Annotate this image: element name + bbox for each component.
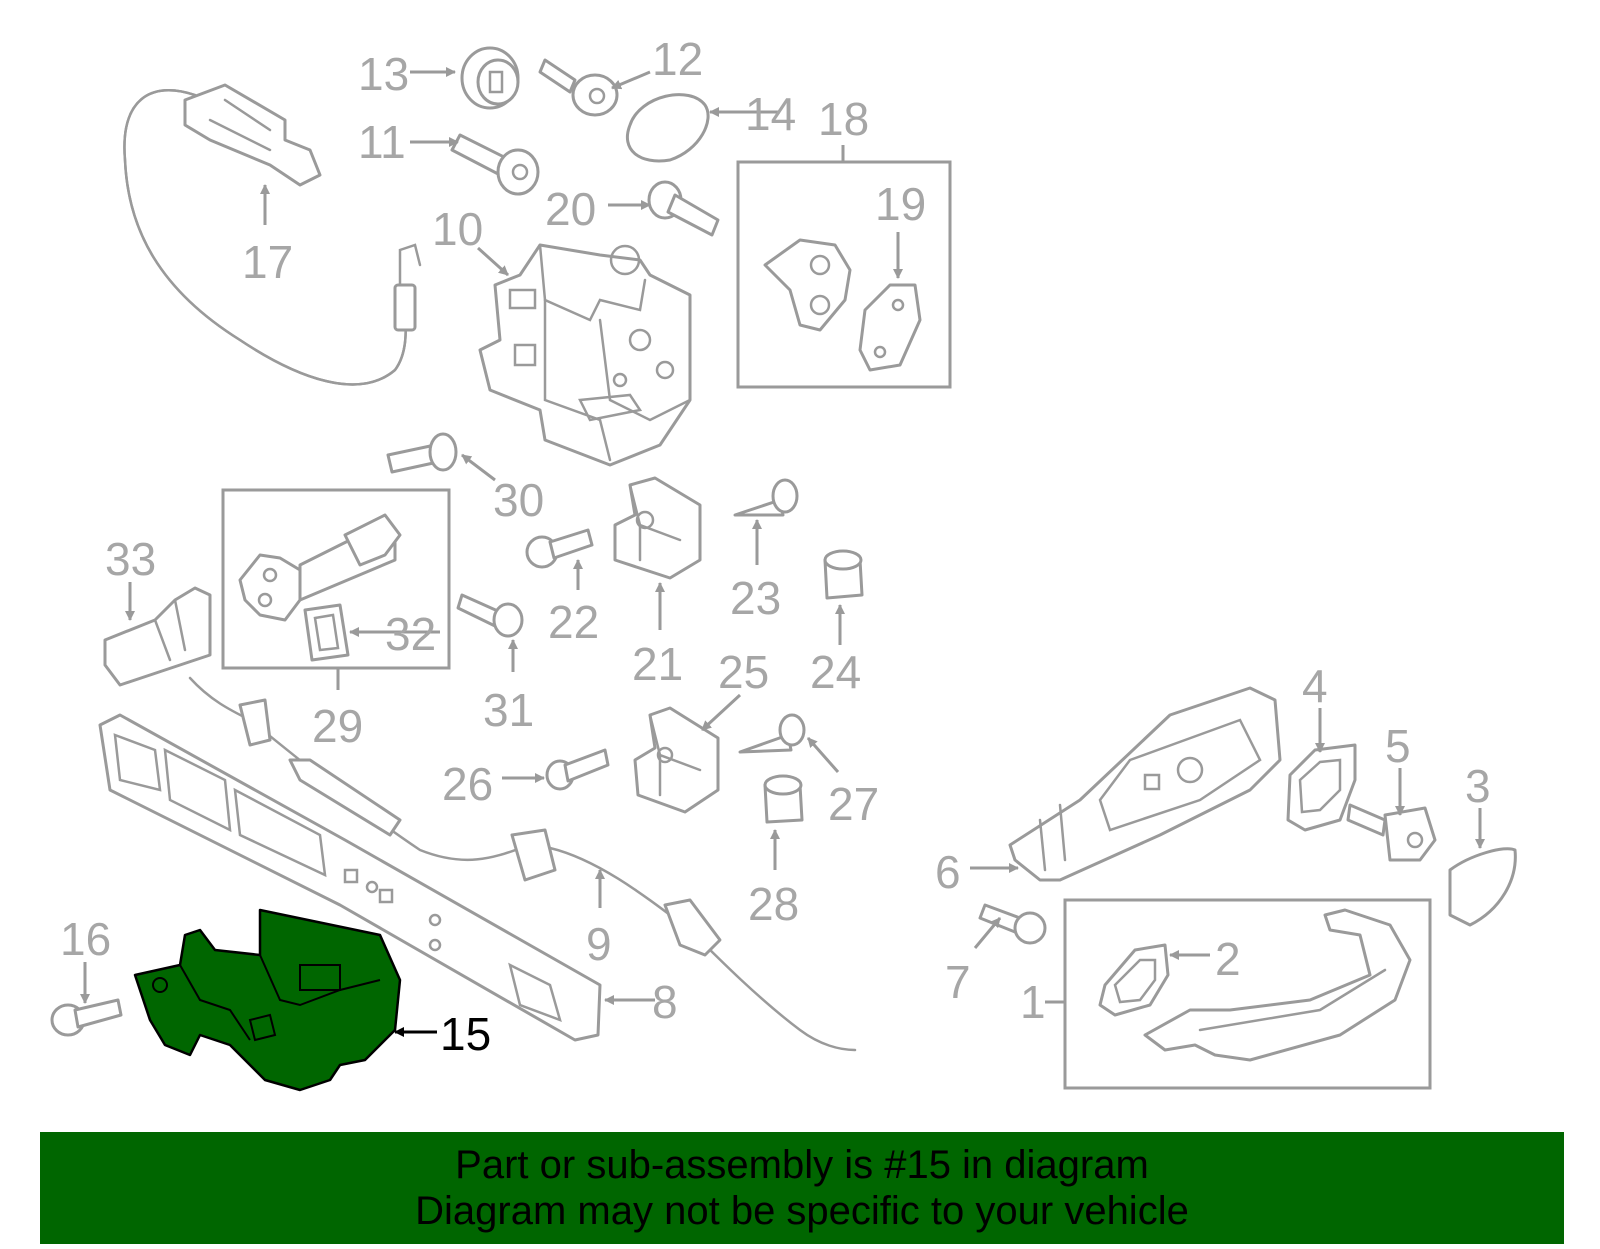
callout-26: 26	[442, 758, 493, 810]
part-13-plug	[460, 46, 520, 110]
part-7-bolt	[978, 903, 1047, 945]
part-14-cap	[625, 93, 710, 163]
part-17-lock-cable	[123, 83, 422, 386]
callout-25: 25	[718, 646, 769, 698]
callout-12: 12	[652, 33, 703, 85]
part-26-bolt	[545, 748, 610, 791]
callout-21: 21	[632, 638, 683, 690]
callout-16: 16	[60, 913, 111, 965]
part-21-hinge	[613, 476, 702, 580]
part-27-screw	[738, 713, 806, 754]
banner-part-note: Part or sub-assembly is #15 in diagram	[455, 1143, 1149, 1187]
part-6-handle-carrier	[1008, 686, 1282, 882]
part-16-bolt	[50, 998, 123, 1037]
leader-lines	[80, 67, 1485, 1037]
part-3-cap	[1448, 847, 1517, 927]
part-32-seal	[303, 603, 350, 662]
callout-29: 29	[312, 700, 363, 752]
part-29-door-check	[238, 513, 402, 622]
part-10-door-latch	[478, 243, 692, 467]
info-banner: Part or sub-assembly is #15 in diagram D…	[40, 1132, 1564, 1244]
callout-8: 8	[652, 976, 678, 1028]
callout-11: 11	[358, 116, 406, 168]
callout-19: 19	[875, 178, 926, 230]
part-25-hinge	[633, 706, 720, 814]
part-9-release-cable	[188, 676, 857, 1052]
callout-24: 24	[810, 646, 861, 698]
part-33-connector	[103, 586, 212, 687]
callout-2: 2	[1215, 933, 1241, 985]
callout-10: 10	[432, 203, 483, 255]
part-4-gasket	[1286, 743, 1357, 832]
part-30-bolt	[386, 432, 458, 474]
part-12-bolt	[538, 58, 619, 117]
callout-7: 7	[945, 956, 971, 1008]
part-18-striker-plate	[763, 238, 852, 332]
callout-5: 5	[1385, 720, 1411, 772]
callout-9: 9	[586, 918, 612, 970]
part-24-bushing	[823, 549, 864, 600]
part-28-bushing	[763, 774, 804, 824]
part-19-gasket	[858, 283, 922, 372]
part-20-bolt	[647, 180, 720, 237]
callout-17: 17	[242, 236, 293, 288]
callout-14: 14	[745, 88, 796, 140]
callout-4: 4	[1302, 660, 1328, 712]
group-box-29	[221, 488, 451, 670]
callout-20: 20	[545, 183, 596, 235]
part-2-gasket	[1098, 943, 1170, 1017]
part-15-handle-bracket	[133, 908, 402, 1092]
callout-6: 6	[935, 846, 961, 898]
part-1-outer-handle	[1143, 908, 1412, 1062]
part-5-lock-cylinder	[1346, 803, 1437, 862]
part-31-bolt	[456, 593, 524, 638]
callout-27: 27	[828, 778, 879, 830]
callout-labels: 13 12 14 18 11 20 19 10 17 30 33 23 22 3…	[60, 33, 1491, 1060]
callout-22: 22	[548, 596, 599, 648]
part-23-screw	[733, 478, 799, 517]
callout-33: 33	[105, 533, 156, 585]
callout-1: 1	[1020, 976, 1046, 1028]
callout-13: 13	[358, 48, 409, 100]
callout-3: 3	[1465, 760, 1491, 812]
part-8-trim-panel	[98, 713, 602, 1042]
banner-disclaimer: Diagram may not be specific to your vehi…	[415, 1189, 1189, 1233]
callout-30: 30	[493, 474, 544, 526]
group-box-1	[1063, 898, 1432, 1090]
part-11-bolt	[450, 133, 540, 196]
part-22-bolt	[525, 528, 594, 569]
callout-32: 32	[385, 608, 436, 660]
callout-28: 28	[748, 878, 799, 930]
callout-15: 15	[440, 1008, 491, 1060]
callout-18: 18	[818, 93, 869, 145]
callout-31: 31	[483, 684, 534, 736]
callout-23: 23	[730, 572, 781, 624]
